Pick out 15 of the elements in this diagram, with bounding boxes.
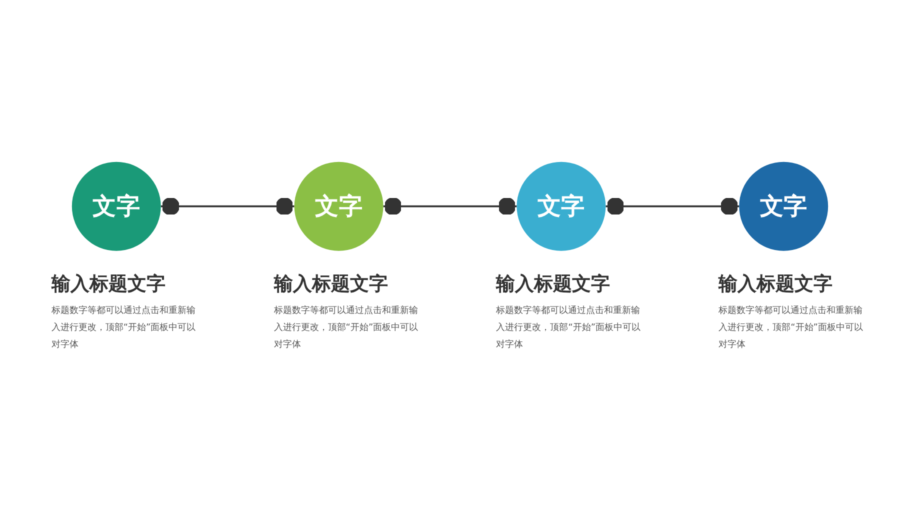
description-text: 标题数字等都可以通过点击和重新输入进行更改，顶部“开始”面板中可以对字体 <box>51 304 197 352</box>
description-text: 标题数字等都可以通过点击和重新输入进行更改，顶部“开始”面板中可以对字体 <box>274 304 420 352</box>
description-text: 标题数字等都可以通过点击和重新输入进行更改，顶部“开始”面板中可以对字体 <box>718 304 864 352</box>
heading-text: 输入标题文字 <box>718 272 834 297</box>
connector <box>606 197 740 216</box>
heading-text: 输入标题文字 <box>496 272 612 297</box>
connector <box>383 197 517 216</box>
circle-node: 文字 <box>72 162 161 251</box>
heading-text: 输入标题文字 <box>51 272 166 297</box>
circle-node: 文字 <box>516 162 606 251</box>
circle-node: 文字 <box>739 162 828 251</box>
description-text: 标题数字等都可以通过点击和重新输入进行更改，顶部“开始”面板中可以对字体 <box>496 304 642 352</box>
circle-node: 文字 <box>294 162 384 251</box>
connector <box>160 197 294 216</box>
heading-text: 输入标题文字 <box>274 272 389 297</box>
